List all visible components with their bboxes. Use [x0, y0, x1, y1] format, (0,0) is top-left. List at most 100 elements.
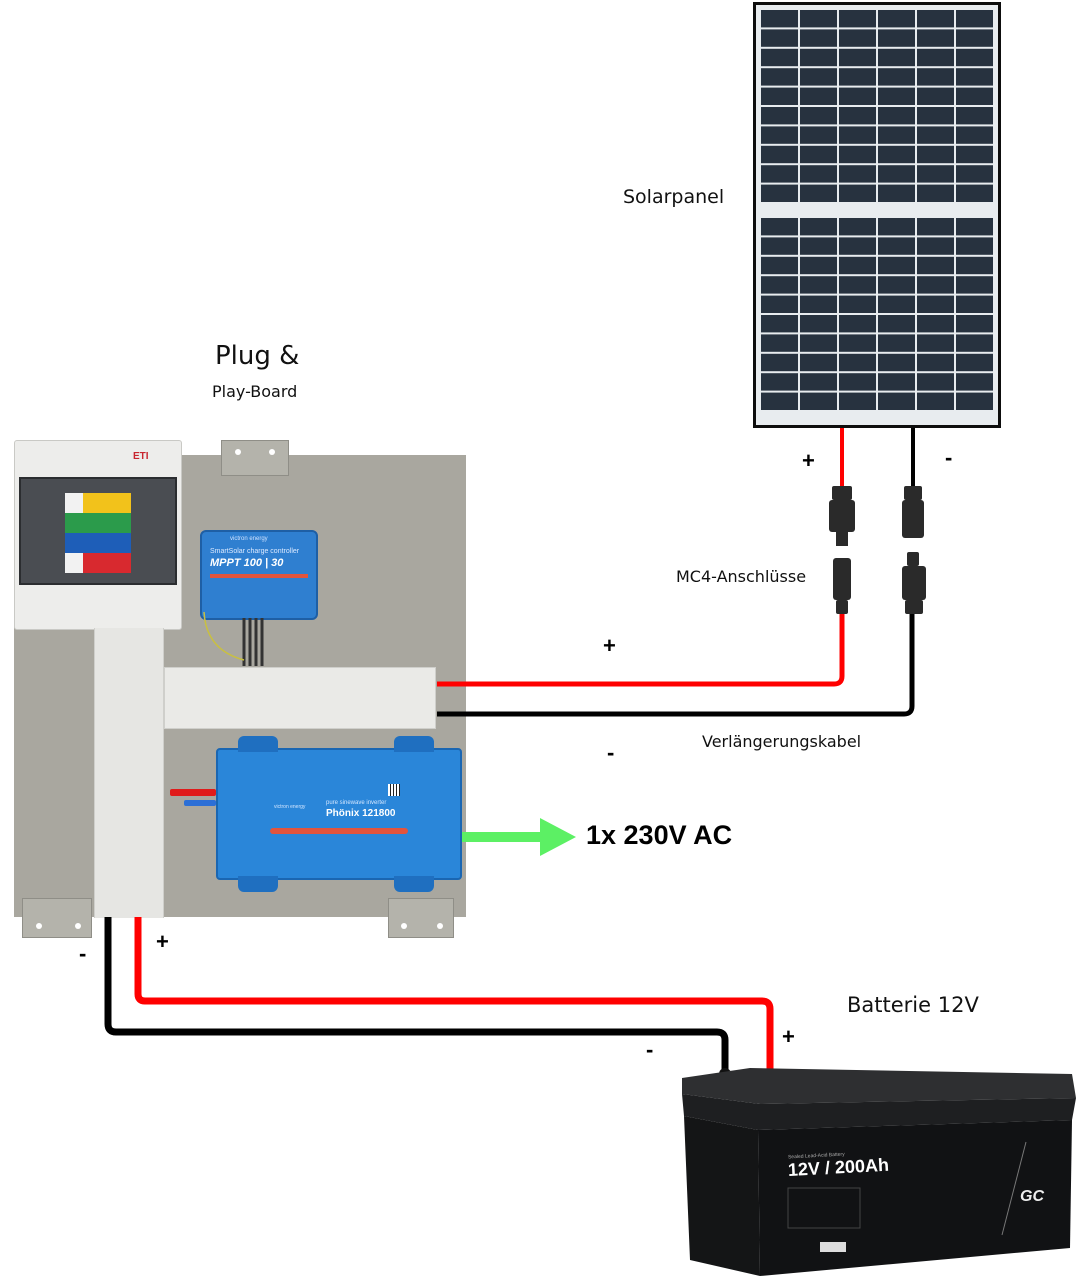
- solar-cell: [917, 165, 954, 183]
- solar-cell: [761, 295, 798, 313]
- panel-negative-sign: -: [945, 445, 953, 470]
- mppt-type: SmartSolar charge controller: [210, 548, 300, 555]
- ac-output-arrow: [462, 818, 576, 856]
- solar-cell: [761, 87, 798, 105]
- solar-cell: [917, 184, 954, 202]
- solar-cell: [878, 107, 915, 125]
- solar-cell: [800, 29, 837, 47]
- solar-cell: [839, 334, 876, 352]
- solar-cell: [917, 353, 954, 372]
- solar-cell: [800, 353, 837, 372]
- battery-brand-logo: GC: [1020, 1188, 1044, 1205]
- mc4-connectors-label: MC4-Anschlüsse: [676, 567, 807, 586]
- warning-sign-earth: [65, 513, 131, 533]
- solar-cell: [956, 392, 993, 410]
- solar-cell: [761, 68, 798, 86]
- solar-cell: [878, 237, 915, 255]
- battery-label: Batterie 12V: [847, 993, 979, 1017]
- solar-cell: [917, 373, 954, 391]
- solar-cell: [878, 392, 915, 410]
- panel-positive-sign: +: [802, 448, 815, 473]
- solar-cell: [839, 256, 876, 275]
- cable-channel-vertical: [94, 628, 164, 918]
- solar-cell: [917, 276, 954, 294]
- battery-positive-sign: +: [782, 1024, 795, 1049]
- solar-cell: [878, 48, 915, 67]
- solar-cell: [878, 10, 915, 28]
- solar-cell: [878, 218, 915, 236]
- battery: Sealed Lead-Acid Battery 12V / 200Ah GC: [680, 1060, 1078, 1278]
- cable-channel-horizontal: [164, 667, 436, 729]
- solar-cell: [956, 315, 993, 333]
- solar-cell: [917, 256, 954, 275]
- solar-cell: [878, 256, 915, 275]
- solar-cell: [878, 29, 915, 47]
- solar-cell: [800, 184, 837, 202]
- solar-cell: [761, 48, 798, 67]
- inverter: victron energy pure sinewave inverter Ph…: [216, 736, 462, 892]
- inverter-qr-code: [388, 784, 400, 796]
- solar-cell: [839, 184, 876, 202]
- solar-cell: [956, 107, 993, 125]
- solar-cell: [917, 334, 954, 352]
- solar-cell: [761, 315, 798, 333]
- inverter-stripe: [270, 828, 408, 834]
- solar-cell: [917, 10, 954, 28]
- board-negative-sign: -: [79, 941, 87, 966]
- solar-cell: [839, 392, 876, 410]
- extension-negative-cable: [437, 614, 915, 717]
- solar-cell: [800, 107, 837, 125]
- solar-cell: [878, 165, 915, 183]
- solar-cell: [839, 10, 876, 28]
- mppt-model: MPPT 100 | 30: [210, 557, 284, 569]
- solar-cell: [956, 48, 993, 67]
- solar-cell: [956, 145, 993, 164]
- solar-cell: [761, 145, 798, 164]
- solar-panel: [753, 2, 1001, 428]
- solar-cell: [917, 218, 954, 236]
- solar-cell: [761, 353, 798, 372]
- solar-cell: [761, 256, 798, 275]
- solar-cell: [839, 126, 876, 144]
- solar-cell: [800, 165, 837, 183]
- solar-cell: [839, 145, 876, 164]
- mc4-connector-positive-top: [829, 486, 855, 546]
- solar-cell: [878, 334, 915, 352]
- solar-cell: [761, 276, 798, 294]
- solar-cell: [839, 68, 876, 86]
- battery-negative-cable: [104, 917, 729, 1074]
- solar-cell: [878, 373, 915, 391]
- solar-cell: [800, 68, 837, 86]
- solar-cell: [800, 10, 837, 28]
- mounting-bracket-bottom-left: [22, 898, 92, 938]
- mppt-earth-wire: [203, 611, 245, 661]
- solar-cell: [878, 295, 915, 313]
- solar-cell: [956, 237, 993, 255]
- inverter-mount-tab: [394, 736, 434, 752]
- solar-cell: [761, 184, 798, 202]
- inverter-positive-terminal: [170, 789, 216, 796]
- solar-cell: [839, 353, 876, 372]
- solar-cell: [917, 48, 954, 67]
- solar-cell: [839, 237, 876, 255]
- solar-cell: [917, 126, 954, 144]
- solar-cell: [839, 87, 876, 105]
- breaker-box: ETI: [14, 440, 182, 630]
- solar-cell: [761, 29, 798, 47]
- extension-positive-sign: +: [603, 633, 616, 658]
- solar-cell: [800, 87, 837, 105]
- mounting-bracket-top: [221, 440, 289, 476]
- solar-cell: [761, 334, 798, 352]
- extension-positive-cable: [437, 614, 845, 687]
- solar-cell: [761, 126, 798, 144]
- solar-cell: [917, 87, 954, 105]
- solar-cell: [956, 256, 993, 275]
- solar-cell: [878, 126, 915, 144]
- mc4-connector-negative-bottom: [902, 552, 926, 614]
- solar-cell: [917, 29, 954, 47]
- solar-cell: [839, 29, 876, 47]
- solar-cell: [839, 373, 876, 391]
- solar-cell: [761, 107, 798, 125]
- solar-cell: [956, 334, 993, 352]
